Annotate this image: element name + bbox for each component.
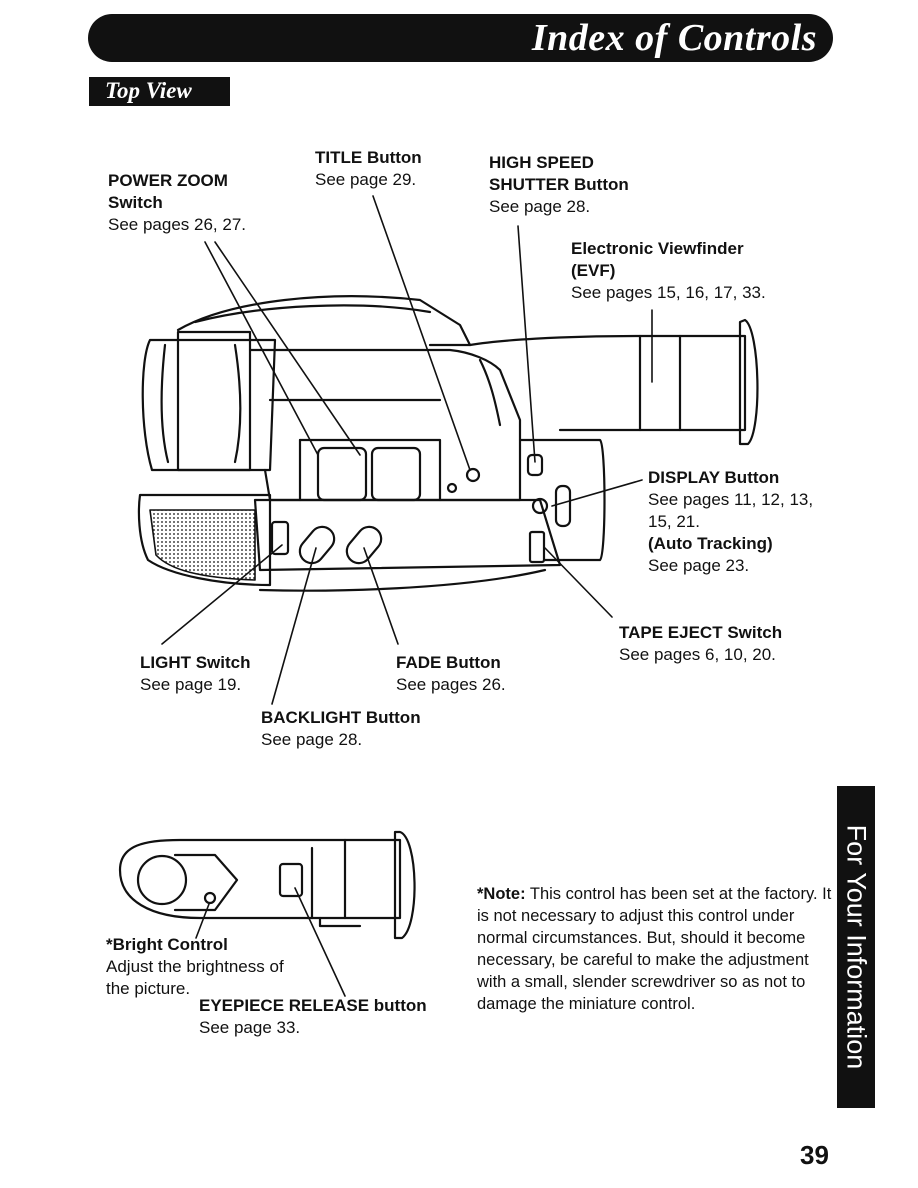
tape-eject-label: TAPE EJECT Switch [619,623,783,642]
backlight-label: BACKLIGHT Button [261,708,421,727]
power-zoom-label-2: Switch [108,193,163,212]
bright-control-ref: Adjust the brightness of [106,957,284,976]
side-tab: For Your Information [837,786,875,1108]
high-speed-shutter-callout: HIGH SPEED SHUTTER Button See page 28. [489,152,629,218]
high-speed-ref: See page 28. [489,197,591,216]
light-switch-ref: See page 19. [140,675,242,694]
eyepiece-release-label: EYEPIECE RELEASE button [199,996,427,1015]
evf-label-2: (EVF) [571,261,616,280]
section-tag: Top View [89,77,230,106]
display-ref-2: 15, 21. [648,512,700,531]
auto-tracking-label: (Auto Tracking) [648,534,773,553]
fade-button-callout: FADE Button See pages 26. [396,652,506,696]
evf-label: Electronic Viewfinder [571,239,744,258]
bright-control-ref-2: the picture. [106,979,191,998]
light-switch-label: LIGHT Switch [140,653,251,672]
note-label: *Note: [477,885,526,903]
bright-control-callout: *Bright Control Adjust the brightness of… [106,934,284,1000]
eyepiece-release-ref: See page 33. [199,1018,301,1037]
title-button-ref: See page 29. [315,170,417,189]
bright-control-label: *Bright Control [106,935,228,954]
backlight-callout: BACKLIGHT Button See page 28. [261,707,421,751]
evf-callout: Electronic Viewfinder (EVF) See pages 15… [571,238,766,304]
title-button-label: TITLE Button [315,148,422,167]
page-title: Index of Controls [531,17,817,59]
fade-button-ref: See pages 26. [396,675,506,694]
auto-tracking-ref: See page 23. [648,556,750,575]
display-ref: See pages 11, 12, 13, [648,490,814,509]
tape-eject-ref: See pages 6, 10, 20. [619,645,776,664]
evf-ref: See pages 15, 16, 17, 33. [571,283,766,302]
note-text: This control has been set at the factory… [477,885,832,1013]
fade-button-label: FADE Button [396,653,501,672]
display-callout: DISPLAY Button See pages 11, 12, 13, 15,… [648,467,813,577]
header-banner: Index of Controls [88,14,833,62]
page-number: 39 [800,1140,829,1170]
light-switch-callout: LIGHT Switch See page 19. [140,652,251,696]
note-paragraph: *Note: This control has been set at the … [477,883,837,1015]
tape-eject-callout: TAPE EJECT Switch See pages 6, 10, 20. [619,622,782,666]
backlight-ref: See page 28. [261,730,363,749]
display-label: DISPLAY Button [648,468,780,487]
section-title: Top View [105,78,192,103]
eyepiece-release-callout: EYEPIECE RELEASE button See page 33. [199,995,427,1039]
power-zoom-label: POWER ZOOM [108,171,228,190]
side-tab-label: For Your Information [841,824,872,1070]
high-speed-label: HIGH SPEED [489,153,594,172]
high-speed-label-2: SHUTTER Button [489,175,629,194]
power-zoom-callout: POWER ZOOM Switch See pages 26, 27. [108,170,246,236]
title-button-callout: TITLE Button See page 29. [315,147,422,191]
power-zoom-ref: See pages 26, 27. [108,215,247,234]
